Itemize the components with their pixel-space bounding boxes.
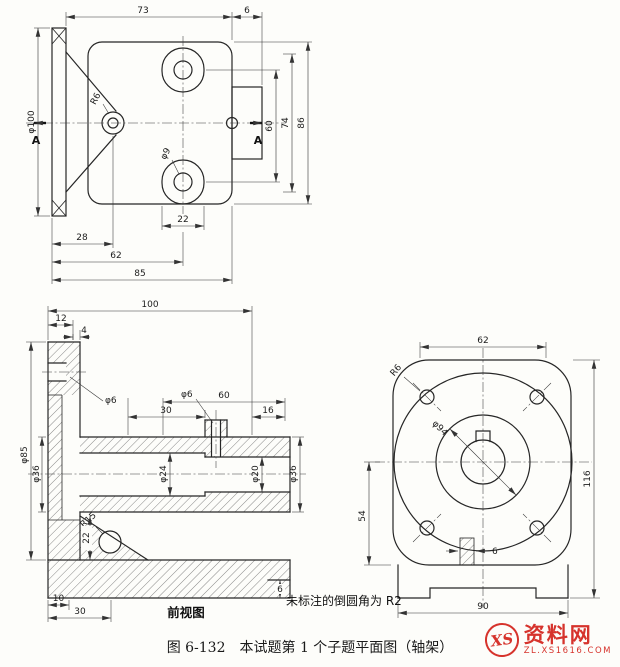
web-fillet-circle <box>98 530 122 554</box>
dim-top-86: 86 <box>297 117 307 129</box>
dim-front-6: 6 <box>277 585 283 595</box>
dim-top-phi9: φ9 <box>159 146 173 161</box>
front-view-label: 前视图 <box>167 605 205 620</box>
dim-front-phi36-right: φ36 <box>289 465 299 483</box>
dim-side-6: 6 <box>492 547 498 557</box>
fillet-note: 未标注的倒圆角为 R2 <box>286 593 402 608</box>
dim-top-62: 62 <box>110 251 121 261</box>
front-view: 100 12 4 30 60 16 φ6 φ6 <box>20 300 306 622</box>
dim-front-phi6-flange: φ6 <box>105 396 117 406</box>
dim-front-12: 12 <box>55 314 66 324</box>
technical-drawing: A A 73 6 60 74 86 φ100 <box>20 6 600 622</box>
top-view-outline <box>51 27 263 217</box>
dim-front-4: 4 <box>81 326 87 336</box>
flange-edge-view <box>51 27 67 217</box>
dim-front-100: 100 <box>141 300 158 310</box>
watermark-logo-icon: XS <box>482 620 521 660</box>
dim-front-phi85: φ85 <box>20 446 30 463</box>
section-label-a-left: A <box>32 134 41 147</box>
dim-side-62: 62 <box>477 336 488 346</box>
side-view-rib-hatch <box>460 538 474 565</box>
dim-front-16: 16 <box>262 406 274 416</box>
dim-front-30b: 30 <box>74 607 86 617</box>
dim-front-60: 60 <box>218 391 230 401</box>
dim-side-90: 90 <box>477 602 489 612</box>
dim-front-22: 22 <box>82 532 92 543</box>
dim-top-22: 22 <box>177 215 188 225</box>
mounting-plate-outline <box>392 359 572 566</box>
dim-front-phi20: φ20 <box>251 465 261 483</box>
dim-top-74: 74 <box>281 117 291 129</box>
front-view-holes <box>48 363 221 553</box>
top-view-dimensions: 73 6 60 74 86 φ100 22 28 <box>27 6 312 284</box>
watermark: XS 资料网 ZL.XS1616.COM <box>482 620 612 660</box>
dim-top-85: 85 <box>134 269 145 279</box>
dim-side-116: 116 <box>583 470 593 487</box>
front-view-outline <box>28 341 306 599</box>
corner-hole-tl <box>419 389 435 405</box>
corner-hole-bl <box>419 520 435 536</box>
side-view-dimensions: 62 R6 φ94 116 54 6 90 <box>358 336 600 618</box>
dim-side-phi94: φ94 <box>430 419 450 439</box>
figure-caption: 图 6-132 本试题第 1 个子题平面图（轴架） <box>166 640 454 656</box>
side-view: 62 R6 φ94 116 54 6 90 <box>358 336 600 618</box>
dim-top-6: 6 <box>244 6 250 16</box>
dim-front-phi6-boss: φ6 <box>181 390 193 400</box>
dim-front-10: 10 <box>53 594 65 604</box>
dim-front-phi36-left: φ36 <box>32 465 42 483</box>
section-label-a-right: A <box>254 134 263 147</box>
dim-top-28: 28 <box>76 233 88 243</box>
watermark-url: ZL.XS1616.COM <box>523 646 612 657</box>
dim-top-60: 60 <box>265 120 275 132</box>
dim-front-phi24: φ24 <box>159 465 169 483</box>
top-view-centerlines <box>26 36 286 214</box>
top-view: A A 73 6 60 74 86 φ100 <box>26 6 312 284</box>
dim-top-phi100: φ100 <box>27 110 37 133</box>
corner-hole-tr <box>529 389 545 405</box>
watermark-brand: 资料网 <box>523 623 593 648</box>
dim-side-r6: R6 <box>389 363 405 379</box>
dim-top-73: 73 <box>137 6 148 16</box>
side-view-outline <box>375 348 592 608</box>
dim-front-30: 30 <box>160 406 172 416</box>
corner-hole-br <box>529 520 545 536</box>
rib-section-outline <box>459 537 475 566</box>
dim-side-54: 54 <box>358 510 368 522</box>
